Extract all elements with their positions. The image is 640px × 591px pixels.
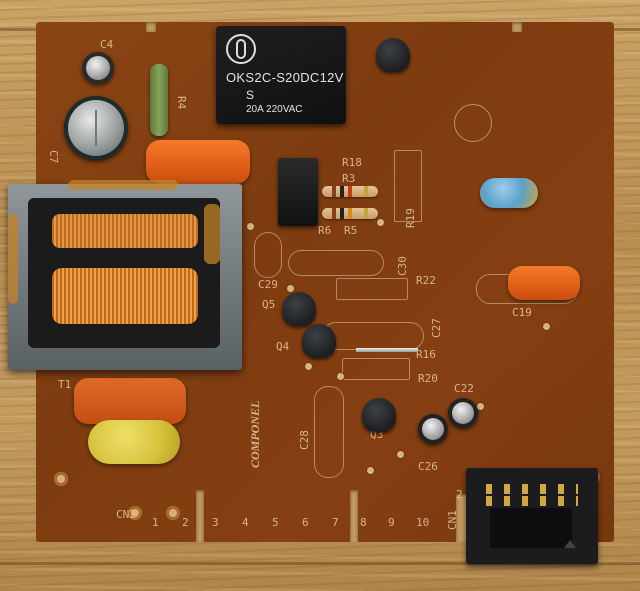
silk-outline	[336, 278, 408, 300]
ribbon-header-cn1	[466, 468, 598, 564]
mounting-hole	[54, 472, 68, 486]
power-transistor	[278, 158, 318, 226]
solder-pad	[304, 362, 313, 371]
pin-number: 9	[388, 516, 395, 529]
label-c22: C22	[454, 382, 474, 395]
silk-outline	[288, 250, 384, 276]
label-c29: C29	[258, 278, 278, 291]
label-c26: C26	[418, 460, 438, 473]
mounting-hole	[128, 506, 142, 520]
film-capacitor	[146, 140, 250, 184]
label-q4: Q4	[276, 340, 290, 353]
inductor	[150, 64, 168, 136]
transistor-q3	[362, 398, 396, 432]
transformer-t1	[8, 180, 242, 370]
relay-model: OKS2C-S20DC12V	[226, 70, 344, 85]
label-r19: R19	[404, 208, 417, 228]
solder-pad	[542, 322, 551, 331]
disc-capacitor	[88, 420, 180, 464]
label-r18: R18	[342, 156, 362, 169]
label-componel: COMPONEL	[248, 400, 262, 468]
board-slot	[350, 490, 358, 542]
electrolytic-capacitor	[64, 96, 128, 160]
pin-number: 4	[242, 516, 249, 529]
board-notch	[146, 22, 156, 32]
solder-pad	[246, 222, 255, 231]
label-r6: R6	[318, 224, 332, 237]
electrolytic-capacitor	[448, 398, 478, 428]
label-r16: R16	[416, 348, 436, 361]
label-cn2: CN2	[116, 508, 136, 521]
transistor	[376, 38, 410, 72]
silk-outline	[254, 232, 282, 278]
pin-number: 7	[332, 516, 339, 529]
transistor-q5	[282, 292, 316, 326]
label-q5: Q5	[262, 298, 276, 311]
label-r20: R20	[418, 372, 438, 385]
solder-pad	[336, 372, 345, 381]
certification-mark	[454, 104, 492, 142]
label-r5: R5	[344, 224, 358, 237]
label-cn1: CN1	[446, 510, 459, 530]
silk-outline	[342, 358, 410, 380]
label-c19: C19	[512, 306, 532, 319]
resistor	[322, 208, 378, 219]
relay-line2: S	[246, 88, 255, 102]
film-capacitor	[74, 378, 186, 424]
board-notch	[512, 22, 522, 32]
pin-number: 5	[272, 516, 279, 529]
electrolytic-capacitor	[82, 52, 114, 84]
disc-capacitor	[480, 178, 538, 208]
pin-number: 2	[182, 516, 189, 529]
pin-number: 10	[416, 516, 430, 529]
board-slot	[196, 490, 204, 542]
pin-number: 6	[302, 516, 309, 529]
cn1-pin-number: 2	[456, 488, 463, 501]
label-c7: C7	[47, 150, 60, 164]
transistor-q4	[302, 324, 336, 358]
relay-logo-icon	[226, 34, 256, 64]
film-capacitor	[508, 266, 580, 300]
resistor	[322, 186, 378, 197]
pin-number: 8	[360, 516, 367, 529]
solder-pad	[286, 284, 295, 293]
label-c4: C4	[100, 38, 114, 51]
relay: OKS2C-S20DC12V S 20A 220VAC	[216, 26, 346, 124]
relay-rating: 20A 220VAC	[246, 104, 303, 115]
wood-seam	[0, 562, 640, 565]
electrolytic-capacitor	[418, 414, 448, 444]
solder-pad	[396, 450, 405, 459]
silk-outline	[394, 150, 422, 222]
mounting-hole	[166, 506, 180, 520]
label-r22: R22	[416, 274, 436, 287]
pin1-marker-icon	[564, 540, 576, 548]
label-r3: R3	[342, 172, 356, 185]
label-c28: C28	[298, 430, 311, 450]
label-c30: C30	[396, 256, 409, 276]
solder-pad	[366, 466, 375, 475]
silk-outline	[322, 322, 424, 350]
solder-pad	[376, 218, 385, 227]
silk-outline	[314, 386, 344, 478]
jumper-wire	[356, 348, 418, 352]
label-c27: C27	[430, 318, 443, 338]
label-r4: R4	[175, 96, 188, 110]
pin-number: 1	[152, 516, 159, 529]
pin-number: 3	[212, 516, 219, 529]
label-t1: T1	[58, 378, 72, 391]
